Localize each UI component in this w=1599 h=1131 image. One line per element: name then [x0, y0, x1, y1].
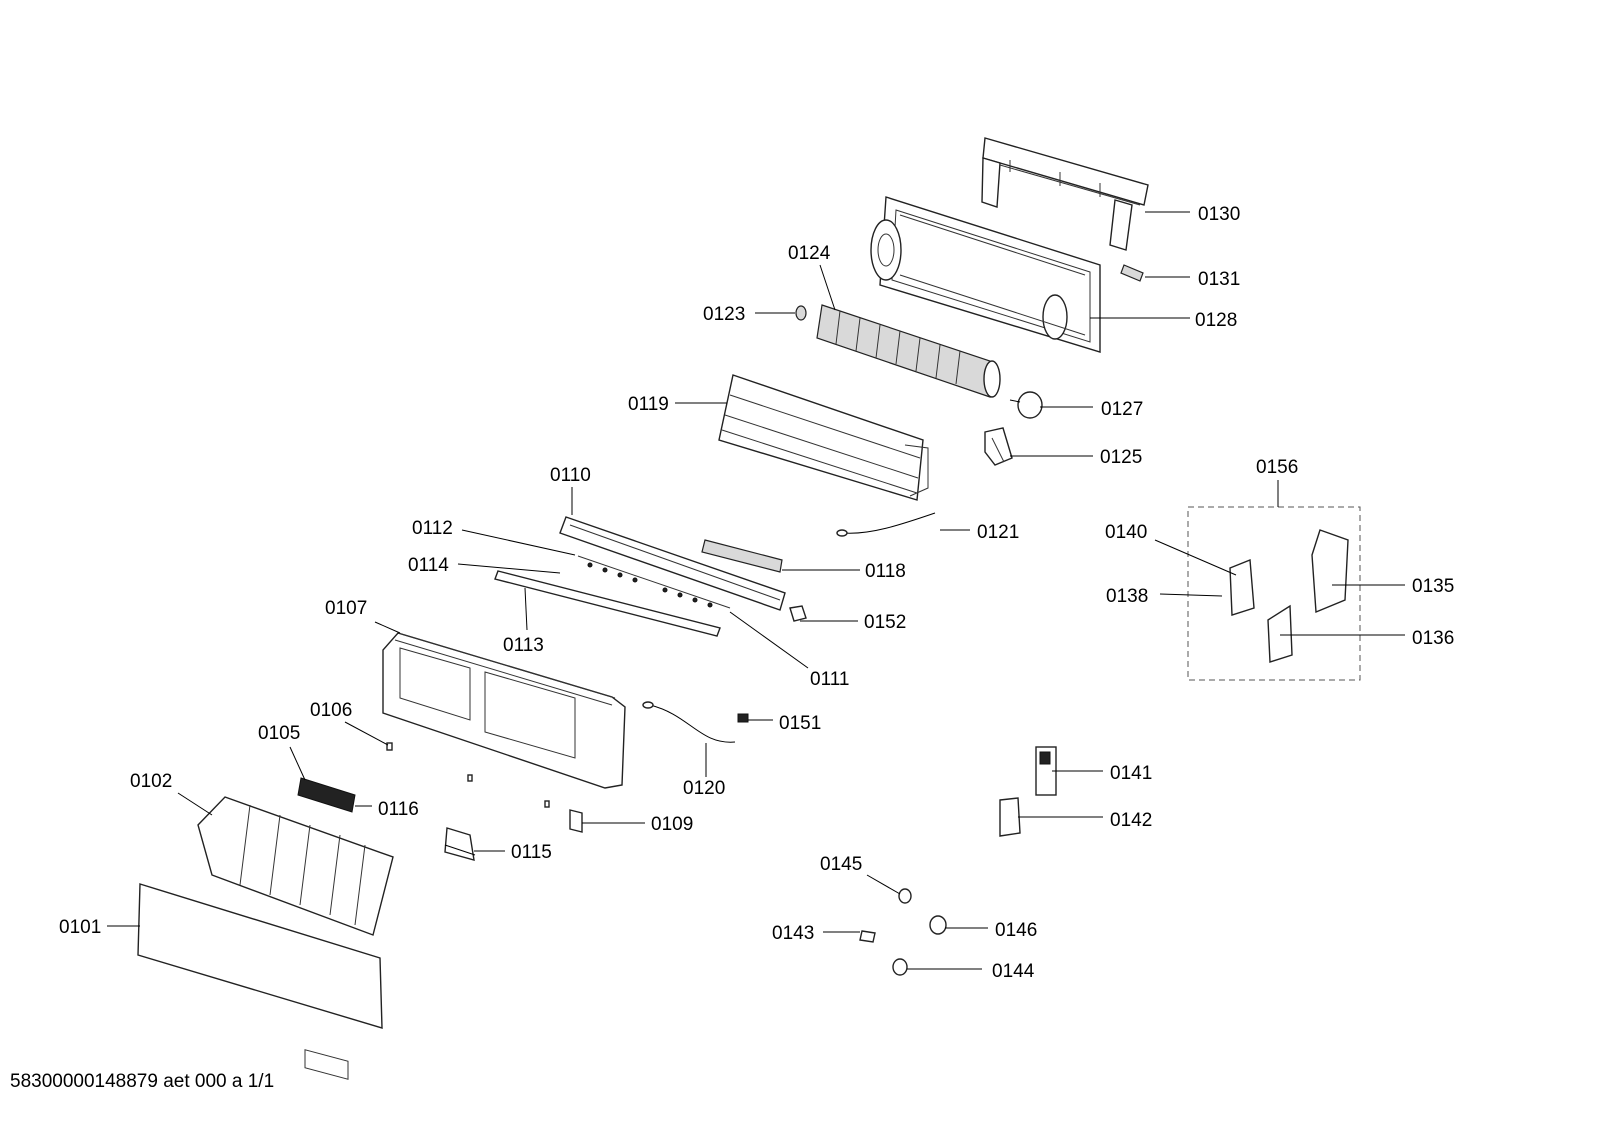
- callout-0120: 0120: [683, 778, 725, 799]
- callout-0144: 0144: [992, 961, 1035, 982]
- callout-0125: 0125: [1100, 447, 1142, 468]
- callout-0128: 0128: [1195, 310, 1237, 331]
- callout-0124: 0124: [788, 243, 831, 264]
- callout-0123: 0123: [703, 304, 745, 325]
- part-0131-rod: [1120, 264, 1144, 282]
- callout-0101: 0101: [59, 917, 101, 938]
- part-0144-nut: [892, 958, 908, 976]
- part-0118-stepper-motor: [701, 539, 783, 573]
- part-0113-horizontal-louver: [494, 570, 721, 637]
- callout-0121: 0121: [977, 522, 1019, 543]
- part-0130-mounting-plate: [981, 137, 1149, 251]
- leader-lines: [107, 211, 1405, 970]
- callout-0146: 0146: [995, 920, 1037, 941]
- callout-0130: 0130: [1198, 204, 1240, 225]
- part-0146-nut: [929, 915, 947, 935]
- callout-0113: 0113: [503, 635, 544, 656]
- callout-0141: 0141: [1110, 763, 1152, 784]
- part-0156-control-box-group: [1187, 506, 1361, 681]
- callout-0127: 0127: [1101, 399, 1143, 420]
- callout-0107: 0107: [325, 598, 367, 619]
- callout-0110: 0110: [550, 465, 591, 486]
- part-0142-bracket: [999, 797, 1021, 837]
- part-0101-front-panel: [137, 883, 383, 1080]
- callout-0114: 0114: [408, 555, 449, 576]
- callout-0151: 0151: [779, 713, 821, 734]
- part-0143-valve: [859, 930, 876, 943]
- part-0123-bearing: [795, 305, 807, 321]
- part-0112-louver-links: [577, 555, 731, 609]
- callout-0138: 0138: [1106, 586, 1148, 607]
- part-0106-screw: [386, 742, 550, 808]
- part-0119-evaporator: [718, 374, 929, 501]
- part-0127-fan-motor: [1009, 391, 1043, 419]
- callout-labels: 0130 0131 0128 0124 0123 0119 0127 0125 …: [59, 204, 1454, 982]
- callout-0119: 0119: [628, 394, 669, 415]
- callout-0105: 0105: [258, 723, 300, 744]
- callout-0118: 0118: [865, 561, 906, 582]
- part-0102-front-grille: [197, 796, 394, 936]
- callout-0106: 0106: [310, 700, 352, 721]
- callout-0109: 0109: [651, 814, 693, 835]
- part-0109-cover: [569, 809, 583, 833]
- callout-0156: 0156: [1256, 457, 1298, 478]
- callout-0136: 0136: [1412, 628, 1454, 649]
- part-0121-temperature-sensor: [836, 512, 936, 537]
- part-0152-clip: [789, 605, 807, 622]
- callout-0111: 0111: [810, 669, 849, 690]
- part-0107-front-frame: [382, 632, 626, 789]
- part-0110-drain-assembly: [559, 516, 786, 611]
- part-0115-display-board: [444, 827, 476, 861]
- callout-0131: 0131: [1198, 269, 1240, 290]
- part-0128-chassis: [870, 196, 1101, 353]
- callout-0152: 0152: [864, 612, 906, 633]
- callout-0135: 0135: [1412, 576, 1454, 597]
- callout-0140: 0140: [1105, 522, 1147, 543]
- callout-0142: 0142: [1110, 810, 1152, 831]
- callout-0115: 0115: [511, 842, 552, 863]
- part-0105-air-filter: [297, 777, 356, 813]
- callout-0145: 0145: [820, 854, 862, 875]
- callout-0112: 0112: [412, 518, 453, 539]
- part-0125-motor-cover: [984, 427, 1013, 466]
- callout-0116: 0116: [378, 799, 419, 820]
- part-0124-cross-flow-fan: [816, 304, 1001, 398]
- part-0151-connector: [737, 713, 749, 723]
- callout-0143: 0143: [772, 923, 814, 944]
- part-0145-ring: [898, 888, 912, 904]
- part-0120-sensor-wire: [642, 701, 736, 743]
- callout-0102: 0102: [130, 771, 172, 792]
- document-footer-code: 58300000148879 aet 000 a 1/1: [10, 1071, 274, 1092]
